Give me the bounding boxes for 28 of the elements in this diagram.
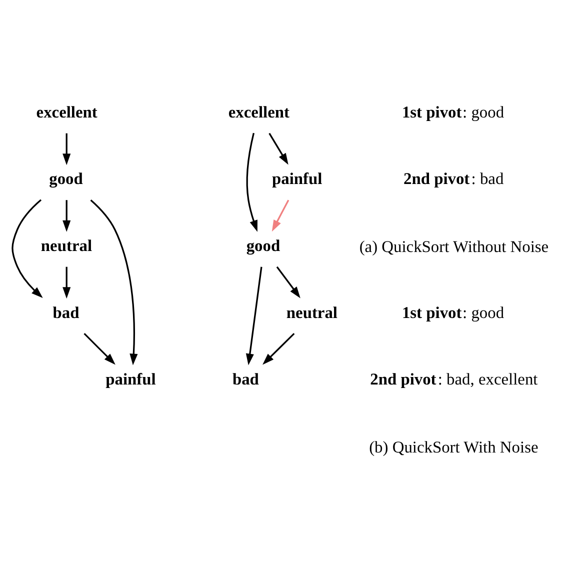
label: 1st pivot: good [402, 102, 504, 122]
node-text: neutral [286, 302, 338, 322]
arrow [12, 199, 43, 298]
arrow [246, 266, 262, 366]
arrow [62, 200, 71, 232]
node-text: good [246, 236, 280, 255]
arrow [276, 266, 300, 298]
node-text: painful [272, 169, 322, 188]
node-text: neutral [40, 236, 92, 255]
label: 2nd pivot: bad [403, 169, 504, 188]
label: (a) QuickSort Without Noise [359, 237, 549, 256]
arrow [62, 266, 71, 299]
label: 2nd pivot: bad, excellent [370, 370, 538, 389]
node-text: excellent [228, 102, 290, 122]
node-text: excellent [36, 102, 98, 122]
node-text: good [49, 169, 83, 188]
arrow [262, 333, 295, 365]
node-text: bad [52, 302, 80, 322]
node-text: painful [106, 370, 156, 389]
arrow [268, 132, 288, 165]
label: 1st pivot: good [402, 302, 504, 322]
arrow [90, 199, 138, 366]
arrow [246, 132, 258, 232]
node-text: bad [232, 370, 259, 389]
arrow [84, 333, 116, 365]
arrow [272, 200, 290, 232]
arrow [62, 133, 71, 166]
label: (b) QuickSort With Noise [369, 437, 538, 456]
